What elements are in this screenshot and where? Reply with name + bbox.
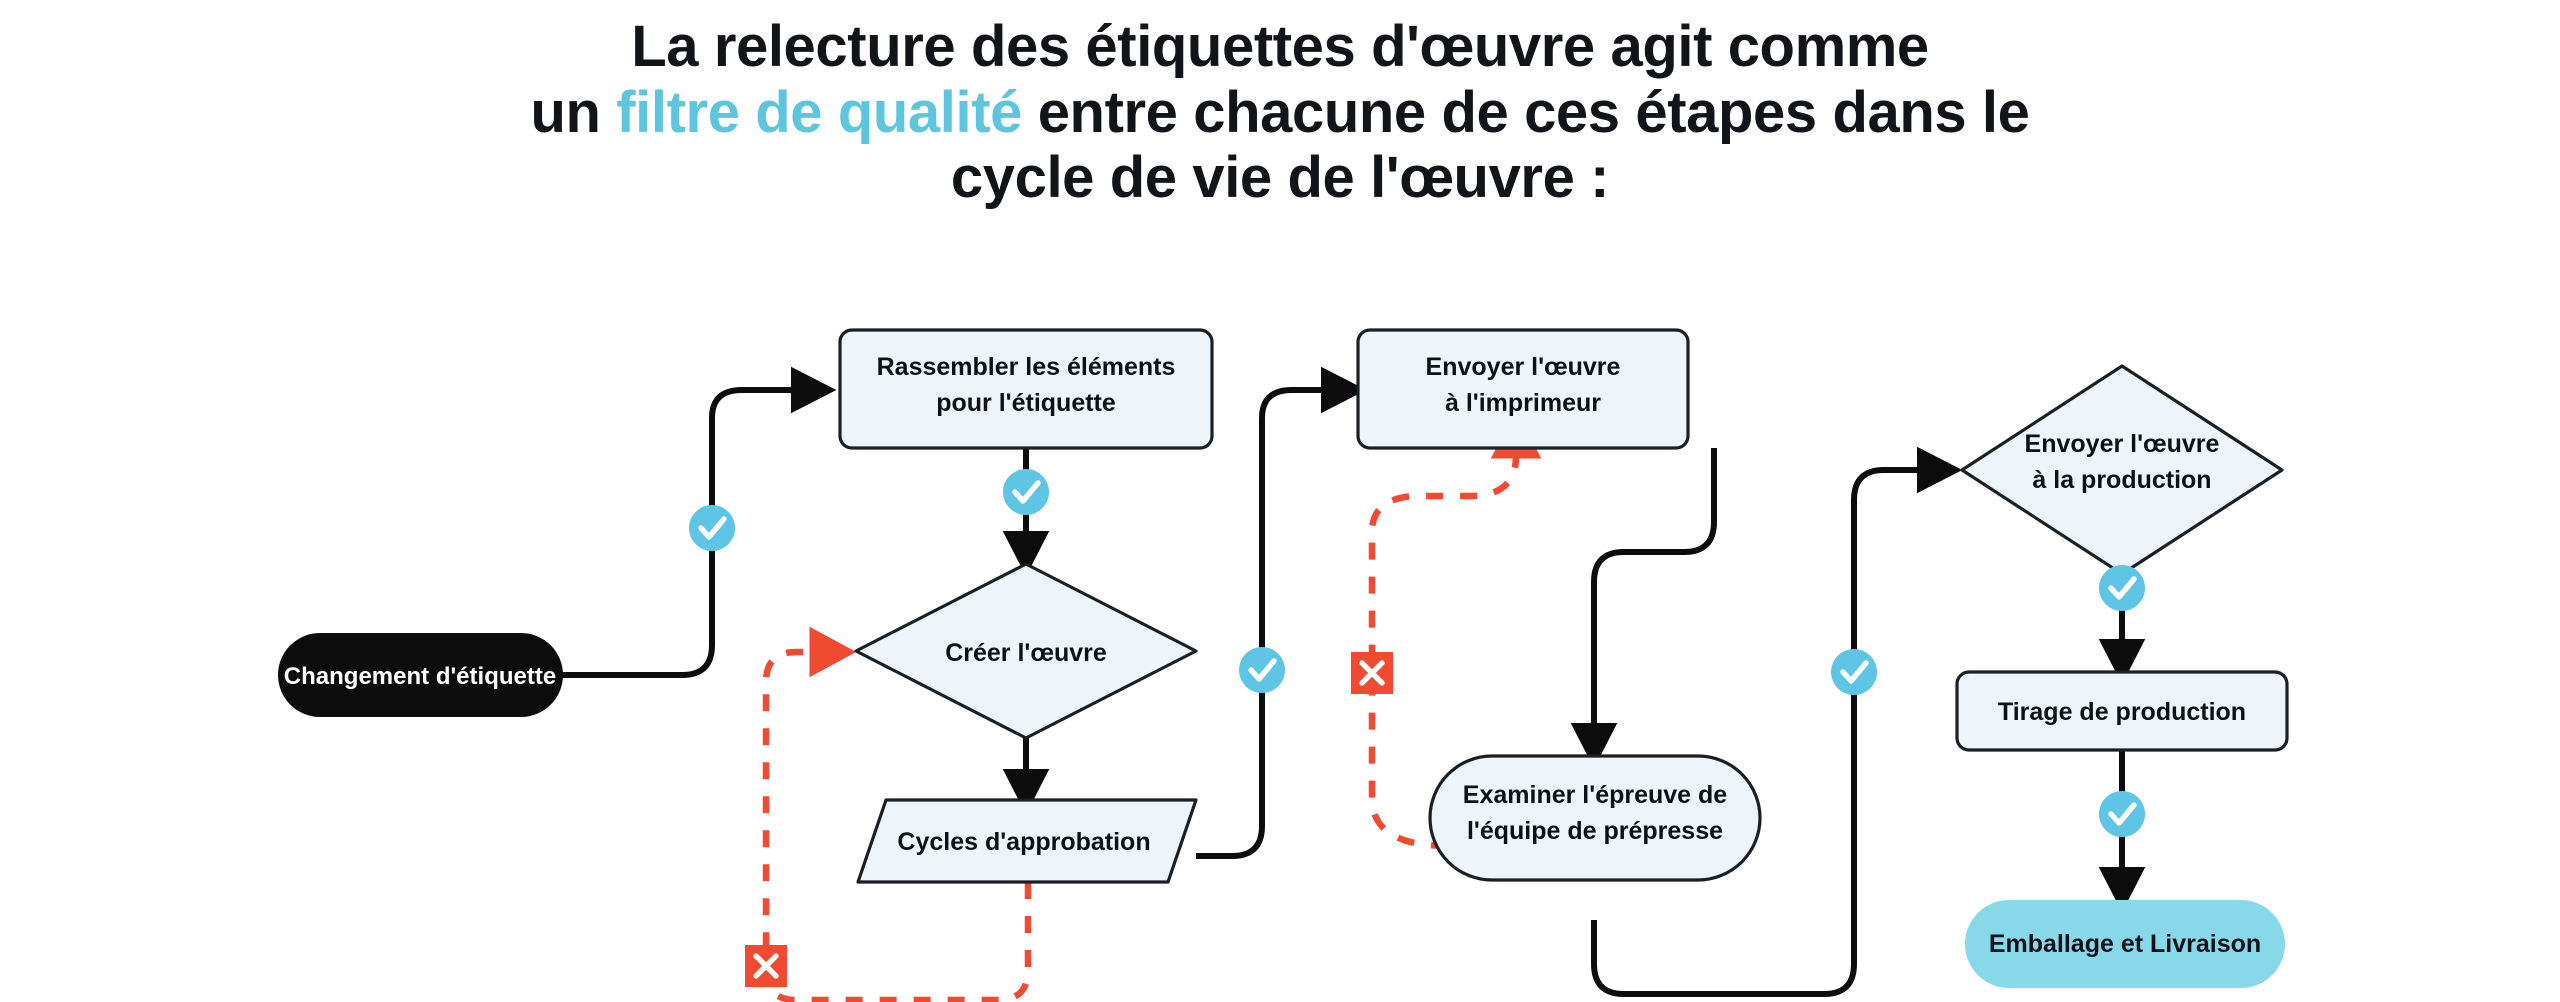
node-create-label: Créer l'œuvre [945,639,1107,667]
badge-check-prepress-production[interactable] [1831,649,1877,695]
node-prepress[interactable]: Examiner l'épreuve de l'équipe de prépre… [1428,754,1762,882]
badge-check-start-gather[interactable] [689,505,735,551]
node-printer-shape [1356,328,1690,450]
badge-cross-approval-create[interactable] [745,945,787,987]
node-start-shape [278,633,563,717]
check-icon [2108,576,2137,600]
edge-prepress-reject-to-printer [1368,411,1542,850]
headline-line-2-after: entre chacune de ces étapes dans le [1021,79,2030,145]
badge-check-gather-create[interactable] [1003,469,1049,515]
headline-accent: filtre de qualité [616,79,1022,145]
node-start-label: Changement d'étiquette [284,663,556,690]
badge-check-printrun-shipping[interactable] [2099,791,2145,837]
node-gather-label-line2: pour l'étiquette [936,389,1116,417]
page-title: La relecture des étiquettes d'œuvre agit… [0,14,2560,211]
headline-line-2-before: un [530,79,617,145]
node-shipping[interactable]: Emballage et Livraison [1965,900,2285,988]
edge-printer-to-prepress [1570,448,1717,769]
check-icon [1012,480,1041,504]
close-icon [753,953,779,979]
node-printer-label-line1: Envoyer l'œuvre [1426,353,1621,381]
check-icon [1840,660,1869,684]
node-production-label-line2: à la production [2032,466,2211,494]
check-icon [2108,802,2137,826]
node-gather[interactable]: Rassembler les éléments pour l'étiquette [838,328,1214,450]
node-printrun-shape [1955,670,2289,752]
headline-line-3: cycle de vie de l'œuvre : [950,145,1610,211]
node-printer[interactable]: Envoyer l'œuvre à l'imprimeur [1356,328,1690,450]
node-printrun[interactable]: Tirage de production [1955,670,2289,752]
node-prepress-label-line2: l'équipe de prépresse [1467,817,1723,845]
edge-prepress-to-production [1591,446,1963,997]
close-icon [1359,660,1385,686]
node-shipping-label: Emballage et Livraison [1989,930,2261,958]
node-approval[interactable]: Cycles d'approbation [856,798,1198,884]
node-gather-shape [838,328,1214,450]
node-printrun-label: Tirage de production [1998,698,2246,726]
node-prepress-shape [1428,754,1762,882]
headline-line-1: La relecture des étiquettes d'œuvre agit… [631,14,1929,79]
node-approval-label: Cycles d'approbation [897,828,1150,856]
node-gather-label-line1: Rassembler les éléments [877,353,1176,381]
badge-check-approval-printer[interactable] [1239,647,1285,693]
edge-approval-to-printer [1196,366,1367,859]
badge-cross-prepress-printer[interactable] [1351,652,1393,694]
check-icon [1248,658,1277,682]
node-create[interactable]: Créer l'œuvre [854,562,1198,740]
node-approval-shape [856,798,1198,884]
check-icon [698,516,727,540]
node-prepress-label-line1: Examiner l'épreuve de [1463,781,1728,809]
badge-check-production-printrun[interactable] [2099,565,2145,611]
node-shipping-shape [1965,900,2285,988]
node-start[interactable]: Changement d'étiquette [278,633,563,717]
node-create-shape [854,562,1198,740]
node-production-label-line1: Envoyer l'œuvre [2025,430,2220,458]
node-printer-label-line2: à l'imprimeur [1445,389,1601,417]
flowchart: Changement d'étiquette Rassembler les él… [278,328,2289,1002]
edge-approval-reject-to-create [762,626,1032,1002]
node-production[interactable]: Envoyer l'œuvre à la production [1960,364,2284,576]
